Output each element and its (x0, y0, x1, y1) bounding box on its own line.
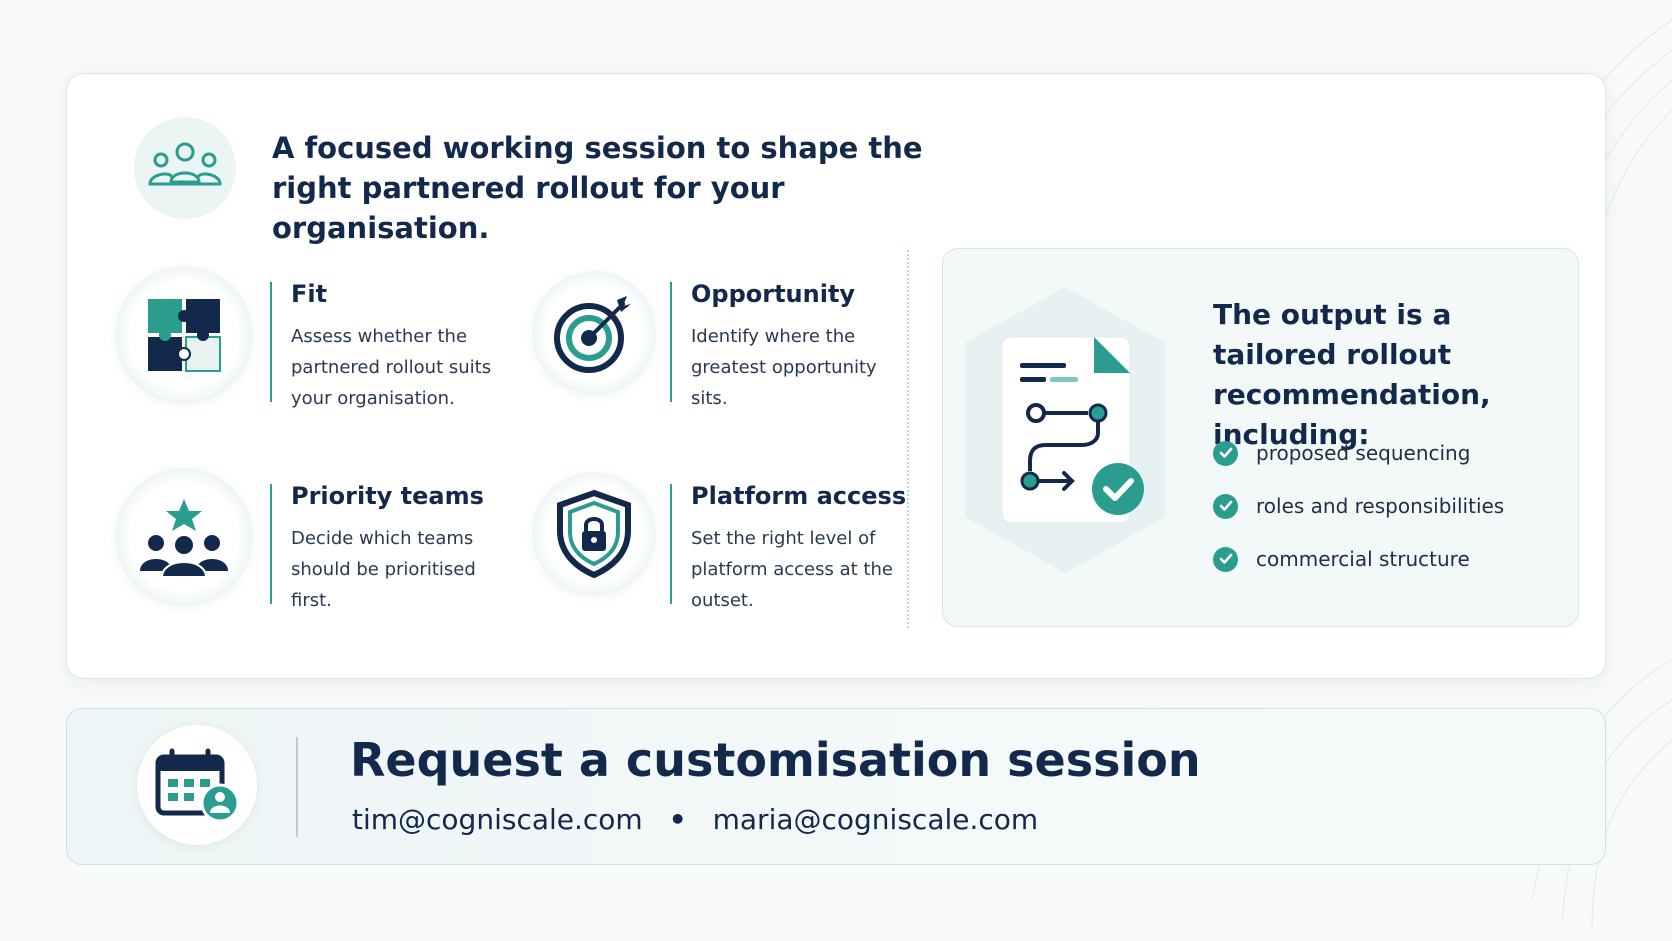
feature-divider (670, 484, 672, 604)
feature-divider (270, 282, 272, 402)
contact-email-tim[interactable]: tim@cogniscale.com (352, 803, 643, 836)
feature-title: Fit (291, 280, 328, 308)
cta-divider (296, 737, 298, 837)
feature-description: Decide which teams should be prioritised… (291, 528, 476, 611)
list-item: roles and responsibilities (1213, 493, 1504, 519)
list-item: commercial structure (1213, 546, 1504, 572)
column-divider (907, 250, 909, 628)
feature-priority-teams: Priority teams Decide which teams should… (115, 468, 535, 618)
puzzle-icon (115, 266, 253, 404)
people-group-icon (134, 117, 236, 219)
contact-list: tim@cogniscale.com • maria@cogniscale.co… (352, 803, 1038, 836)
shield-lock-icon (532, 472, 656, 596)
cta-banner (66, 708, 1606, 865)
feature-title: Opportunity (691, 280, 856, 308)
feature-divider (670, 282, 672, 402)
contact-separator: • (668, 803, 687, 836)
check-icon (1213, 440, 1238, 466)
output-title: The output is a tailored rollout recomme… (1213, 298, 1491, 451)
feature-opportunity: Opportunity Identify where the greatest … (532, 266, 952, 416)
feature-fit: Fit Assess whether the partnered rollout… (115, 266, 535, 416)
cta-title: Request a customisation session (350, 733, 1201, 787)
list-item-label: roles and responsibilities (1256, 494, 1505, 518)
contact-email-maria[interactable]: maria@cogniscale.com (712, 803, 1039, 836)
list-item: proposed sequencing (1213, 440, 1504, 466)
feature-title: Priority teams (291, 482, 484, 510)
feature-description: Assess whether the partnered rollout sui… (291, 326, 492, 409)
feature-title: Platform access (691, 482, 907, 510)
team-star-icon (115, 468, 253, 606)
feature-description: Identify where the greatest opportunity … (691, 326, 877, 409)
output-list: proposed sequencing roles and responsibi… (1213, 440, 1504, 599)
calendar-user-icon (137, 725, 257, 845)
list-item-label: commercial structure (1256, 547, 1470, 571)
check-icon (1213, 546, 1238, 572)
feature-description: Set the right level of platform access a… (691, 528, 893, 611)
feature-divider (270, 484, 272, 604)
document-roadmap-icon (965, 287, 1165, 573)
page-headline: A focused working session to shape the r… (272, 131, 923, 245)
check-icon (1213, 493, 1238, 519)
list-item-label: proposed sequencing (1256, 441, 1471, 465)
target-icon (532, 271, 656, 395)
feature-platform-access: Platform access Set the right level of p… (532, 468, 952, 618)
